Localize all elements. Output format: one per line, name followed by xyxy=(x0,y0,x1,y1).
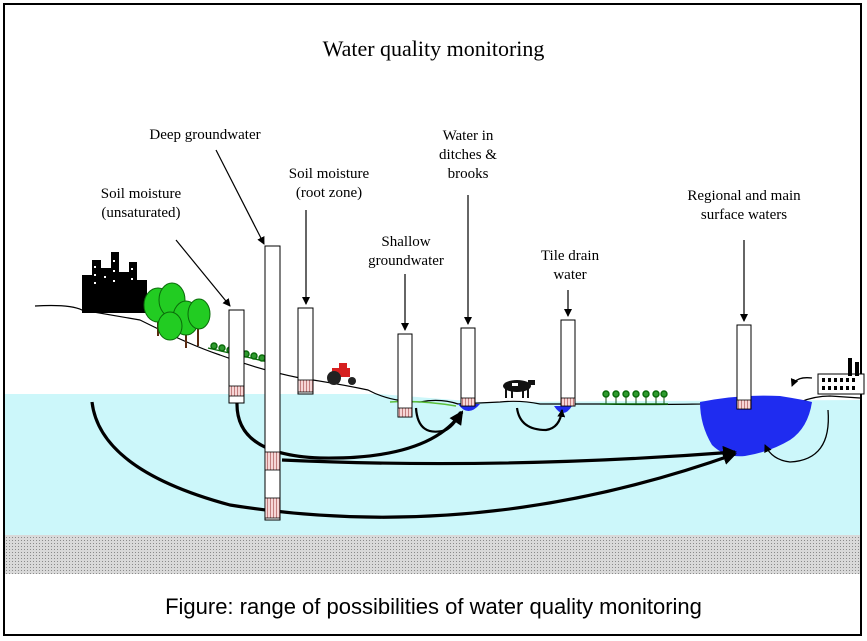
well-regional-surface xyxy=(736,324,752,410)
well-deep-groundwater xyxy=(264,245,281,521)
monitoring-wells xyxy=(228,245,752,521)
green-slope xyxy=(389,400,457,407)
label-deep-groundwater: Deep groundwater xyxy=(130,126,280,145)
bedrock-layer xyxy=(5,535,860,574)
label-line: Shallow xyxy=(381,234,431,250)
label-soil-moisture-unsaturated: Soil moisture (unsaturated) xyxy=(76,185,206,223)
well-ditches-brooks xyxy=(460,327,476,407)
flow-arrow-ditch xyxy=(414,407,462,433)
label-line: (root zone) xyxy=(295,185,363,201)
crop-row-icon xyxy=(600,390,668,405)
label-tile-drain-water: Tile drain water xyxy=(520,247,620,285)
label-line: groundwater xyxy=(368,253,444,269)
label-line: (unsaturated) xyxy=(101,205,181,221)
city-skyline-icon xyxy=(82,252,147,313)
well-shallow-groundwater xyxy=(397,333,413,418)
well-soil-unsaturated xyxy=(228,309,245,404)
label-water-in-ditches: Water in ditches & brooks xyxy=(428,127,508,184)
flow-arrow-regional xyxy=(281,445,737,466)
label-line: Soil moisture xyxy=(100,186,182,202)
label-line: Water in xyxy=(442,128,494,144)
flow-arrow-factory-discharge xyxy=(790,377,813,387)
label-line: Soil moisture xyxy=(288,166,370,182)
pointer-soil-unsaturated xyxy=(175,239,231,307)
label-line: Tile drain xyxy=(540,248,600,264)
label-line: ditches & xyxy=(439,147,497,163)
label-line: brooks xyxy=(447,166,489,182)
factory-icon xyxy=(817,358,865,395)
label-line: surface waters xyxy=(700,207,788,223)
label-line: Regional and main xyxy=(687,188,801,204)
diagram-title: Water quality monitoring xyxy=(322,36,545,61)
trees-icon xyxy=(143,282,211,348)
tractor-icon xyxy=(327,363,356,385)
flow-arrow-shallow xyxy=(235,402,464,460)
label-shallow-groundwater: Shallow groundwater xyxy=(356,233,456,271)
flow-arrow-factory-return xyxy=(764,409,829,463)
well-soil-root-zone xyxy=(297,307,314,395)
figure-caption: Figure: range of possibilities of water … xyxy=(165,594,702,619)
flow-arrow-deep xyxy=(90,401,737,519)
well-tile-drain xyxy=(560,319,576,407)
pointer-deep-groundwater xyxy=(215,149,265,245)
label-soil-moisture-root-zone: Soil moisture (root zone) xyxy=(274,165,384,203)
regional-surface-water xyxy=(700,395,812,457)
label-regional-surface-waters: Regional and main surface waters xyxy=(674,187,814,225)
cow-icon xyxy=(503,380,535,398)
label-line: Deep groundwater xyxy=(149,127,261,143)
label-line: water xyxy=(553,267,587,283)
flow-arrow-tile xyxy=(515,407,566,432)
